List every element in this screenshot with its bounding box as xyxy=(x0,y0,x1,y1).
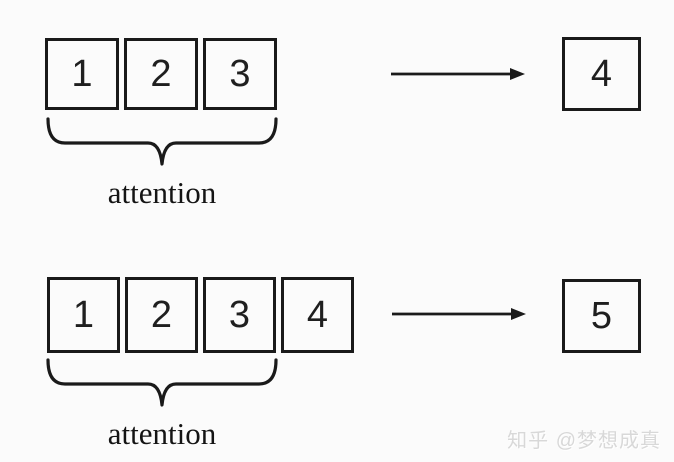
token-box: 1 xyxy=(47,277,120,353)
token-box: 3 xyxy=(203,38,277,110)
token-box: 2 xyxy=(125,277,198,353)
output-token-box: 4 xyxy=(562,37,641,111)
underbrace-icon xyxy=(46,117,278,166)
token-box: 2 xyxy=(124,38,198,110)
input-sequence-row-2: 1 2 3 4 xyxy=(47,277,354,353)
right-arrow-icon xyxy=(392,308,526,320)
output-token-box: 5 xyxy=(562,279,641,353)
underbrace-icon xyxy=(46,358,278,407)
attention-label: attention xyxy=(107,416,217,451)
token-box: 4 xyxy=(281,277,354,353)
input-sequence-row-1: 1 2 3 xyxy=(45,38,277,110)
token-box: 1 xyxy=(45,38,119,110)
right-arrow-icon xyxy=(391,68,525,80)
attention-label: attention xyxy=(107,175,217,210)
token-box: 3 xyxy=(203,277,276,353)
zhihu-watermark: 知乎 @梦想成真 xyxy=(507,430,661,452)
